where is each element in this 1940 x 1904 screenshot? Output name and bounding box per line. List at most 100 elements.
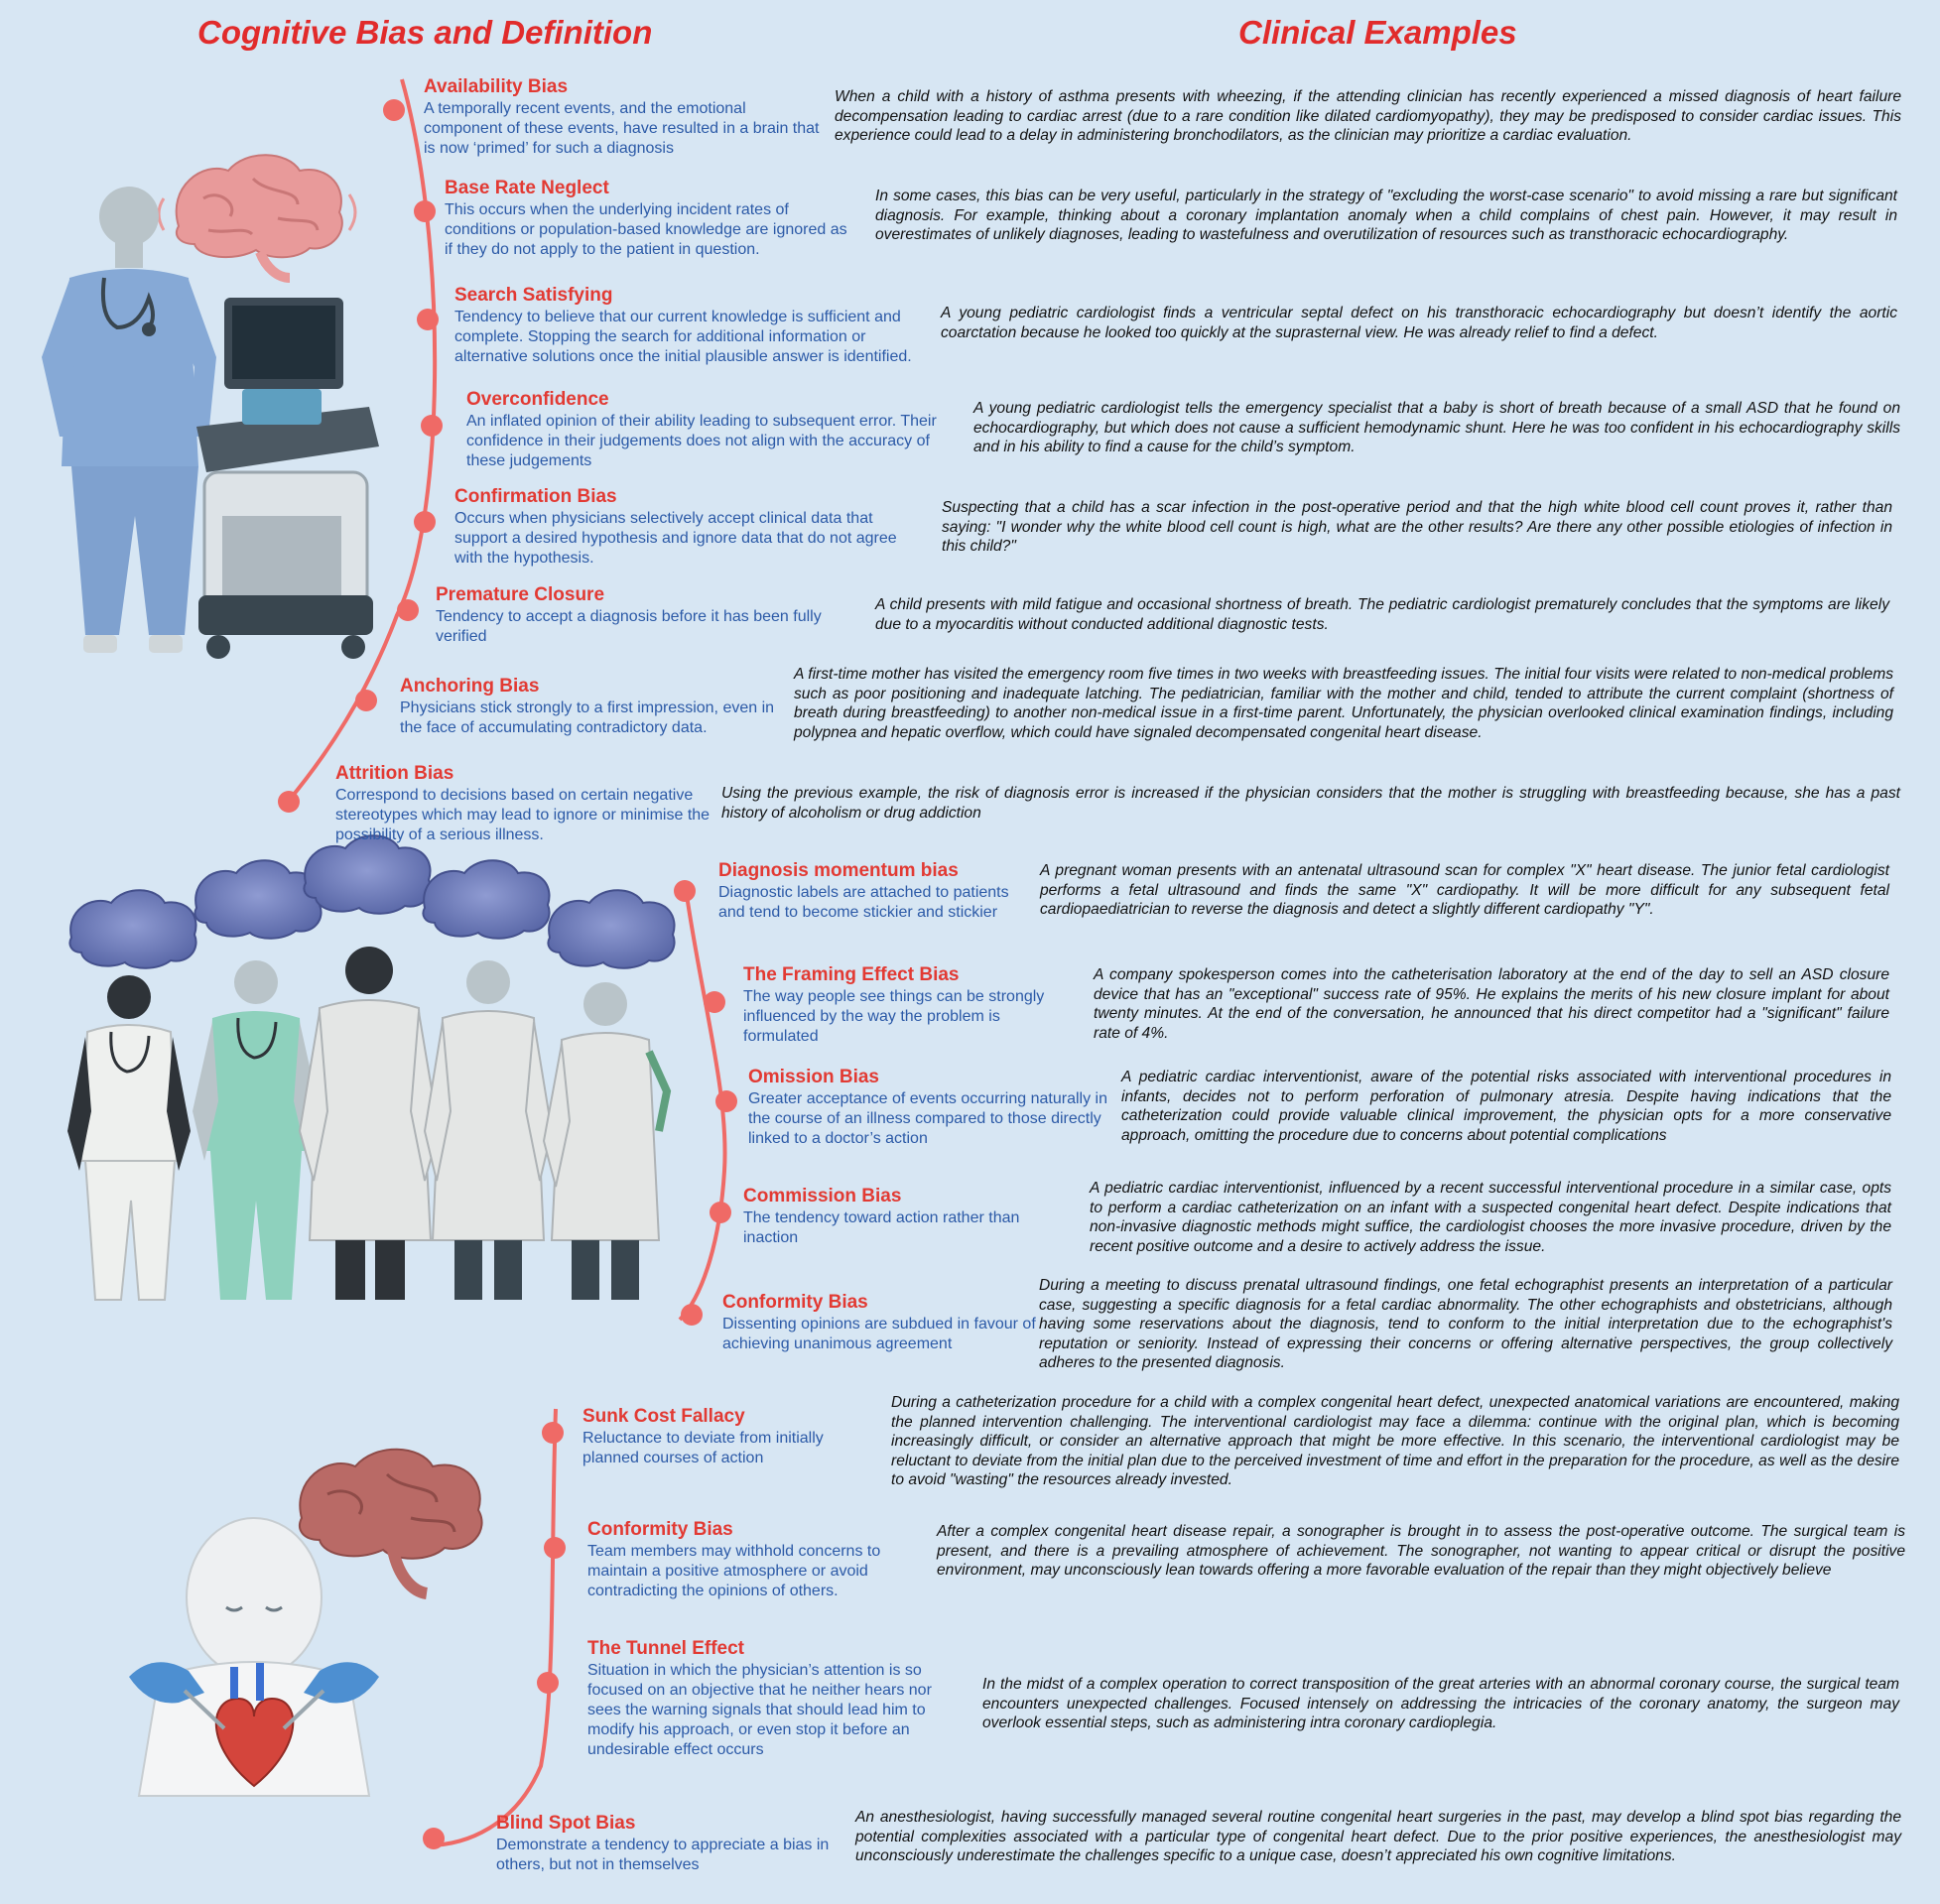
clinician-figure: [423, 960, 554, 1300]
clinician-figures: [67, 947, 672, 1301]
bias-title: Confirmation Bias: [454, 486, 617, 507]
bias-definition: Physicians stick strongly to a first imp…: [400, 699, 775, 736]
bias-entry: Diagnosis momentum bias Diagnostic label…: [718, 859, 1036, 923]
blue-brain-icon: [422, 859, 551, 940]
bias-entry: Search Satisfying Tendency to believe th…: [454, 284, 943, 367]
blue-brain-icon: [303, 834, 432, 915]
clinical-example: In the midst of a complex operation to c…: [982, 1676, 1899, 1732]
clinician-figure: [67, 975, 191, 1301]
timeline-node: [710, 1202, 731, 1223]
clinical-example: During a meeting to discuss prenatal ult…: [1039, 1277, 1892, 1372]
ultrasound-machine: [196, 298, 379, 659]
clinical-example: A child presents with mild fatigue and o…: [875, 596, 1889, 633]
bias-definition: The tendency toward action rather than i…: [743, 1209, 1020, 1246]
bias-title: Conformity Bias: [722, 1292, 868, 1313]
clinician-figure: [298, 947, 441, 1300]
timeline-node: [414, 511, 436, 533]
clinical-example: A pediatric cardiac interventionist, inf…: [1090, 1180, 1891, 1255]
bias-entry: Blind Spot Bias Demonstrate a tendency t…: [496, 1812, 843, 1875]
bias-entry: Confirmation Bias Occurs when physicians…: [454, 485, 929, 569]
clinical-example: When a child with a history of asthma pr…: [835, 88, 1901, 145]
bias-title: Sunk Cost Fallacy: [582, 1406, 745, 1427]
timeline-node: [414, 200, 436, 222]
bias-definition: Team members may withhold concerns to ma…: [587, 1543, 881, 1599]
timeline-node: [674, 880, 696, 902]
bias-title: The Tunnel Effect: [587, 1638, 744, 1659]
bias-entry: Conformity Bias Dissenting opinions are …: [722, 1291, 1040, 1354]
timeline-node: [544, 1537, 566, 1559]
retractor: [183, 1689, 325, 1730]
blue-brain-icon: [547, 889, 676, 969]
bias-entry: Anchoring Bias Physicians stick strongly…: [400, 675, 797, 738]
doctor-figure: [42, 187, 216, 653]
bias-definition: Occurs when physicians selectively accep…: [454, 510, 897, 567]
bias-title: The Framing Effect Bias: [743, 964, 960, 985]
clinician-figure: [193, 960, 320, 1300]
timeline-node: [383, 99, 405, 121]
bias-entry: The Framing Effect Bias The way people s…: [743, 963, 1063, 1047]
bias-title: Attrition Bias: [335, 763, 454, 784]
clinical-example: Suspecting that a child has a scar infec…: [942, 499, 1892, 556]
bias-title: Conformity Bias: [587, 1519, 733, 1540]
bias-entry: Sunk Cost Fallacy Reluctance to deviate …: [582, 1405, 880, 1468]
bias-entry: Commission Bias The tendency toward acti…: [743, 1185, 1041, 1248]
blue-brain-icon: [194, 859, 323, 940]
clinical-example: A pediatric cardiac interventionist, awa…: [1121, 1069, 1891, 1144]
bias-entry: The Tunnel Effect Situation in which the…: [587, 1637, 959, 1760]
bias-title: Omission Bias: [748, 1067, 879, 1087]
bias-entry: Conformity Bias Team members may withhol…: [587, 1518, 921, 1601]
bias-title: Base Rate Neglect: [445, 178, 609, 198]
timeline-node: [397, 599, 419, 621]
timeline-node: [704, 991, 725, 1013]
clinical-example: A company spokesperson comes into the ca…: [1094, 966, 1889, 1042]
clinical-example: Using the previous example, the risk of …: [721, 785, 1900, 822]
clinical-example: A pregnant woman presents with an antena…: [1040, 862, 1889, 919]
timeline-node: [681, 1304, 703, 1326]
bias-definition: Reluctance to deviate from initially pla…: [582, 1430, 824, 1466]
timeline-curve-middle: [678, 880, 727, 1322]
bias-definition: A temporally recent events, and the emot…: [424, 100, 820, 157]
bias-title: Search Satisfying: [454, 285, 613, 306]
bias-title: Anchoring Bias: [400, 676, 540, 697]
right-column-header: Clinical Examples: [1238, 14, 1517, 51]
bias-definition: An inflated opinion of their ability lea…: [466, 413, 937, 469]
clinical-example: A first-time mother has visited the emer…: [794, 666, 1893, 741]
bias-title: Overconfidence: [466, 389, 609, 410]
bias-definition: Situation in which the physician’s atten…: [587, 1662, 932, 1758]
clinical-example: In some cases, this bias can be very use…: [875, 188, 1897, 244]
timeline-node: [355, 690, 377, 711]
clinical-example: A young pediatric cardiologist tells the…: [973, 400, 1900, 456]
bias-definition: Dissenting opinions are subdued in favou…: [722, 1316, 1036, 1352]
baby-heart-surgery-illustration: [129, 1448, 483, 1797]
timeline-node: [542, 1422, 564, 1444]
clinical-example: An anesthesiologist, having successfully…: [855, 1809, 1901, 1865]
timeline-curve-bottom: [426, 1408, 558, 1847]
bias-title: Blind Spot Bias: [496, 1813, 636, 1834]
bias-entry: Base Rate Neglect This occurs when the u…: [445, 177, 853, 260]
blue-brain-icons: [68, 834, 676, 969]
doctor-with-ultrasound-machine-illustration: [42, 154, 379, 659]
clinician-figure: [542, 982, 672, 1300]
bias-definition: Greater acceptance of events occurring n…: [748, 1090, 1107, 1147]
timeline-nodes: [278, 99, 737, 1849]
pink-brain-icon: [157, 154, 357, 283]
bias-title: Commission Bias: [743, 1186, 902, 1206]
timeline-node: [421, 415, 443, 437]
bias-title: Diagnosis momentum bias: [718, 860, 959, 881]
bias-definition: Tendency to believe that our current kno…: [454, 309, 912, 365]
bias-title: Premature Closure: [436, 584, 605, 605]
bias-entry: Premature Closure Tendency to accept a d…: [436, 583, 852, 647]
clinical-example: A young pediatric cardiologist finds a v…: [941, 305, 1897, 341]
bias-definition: The way people see things can be strongl…: [743, 988, 1045, 1045]
bias-entry: Overconfidence An inflated opinion of th…: [466, 388, 955, 471]
bias-definition: This occurs when the underlying incident…: [445, 201, 847, 258]
clinical-team-with-brains-illustration: [67, 834, 676, 1301]
red-brain-icon: [299, 1448, 483, 1599]
timeline-node: [417, 309, 439, 330]
bias-definition: Tendency to accept a diagnosis before it…: [436, 608, 822, 645]
bias-title: Availability Bias: [424, 76, 569, 97]
timeline-node: [423, 1828, 445, 1849]
clinical-example: After a complex congenital heart disease…: [937, 1523, 1905, 1580]
